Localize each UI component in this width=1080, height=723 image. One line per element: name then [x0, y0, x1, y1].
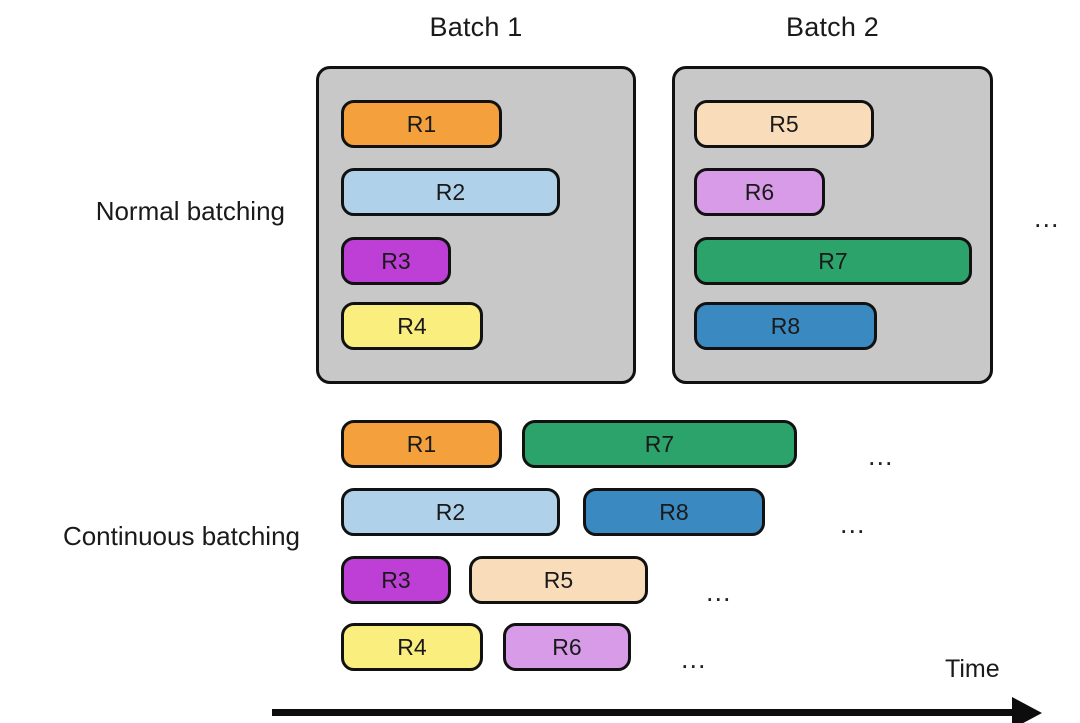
request-block-label: R1 — [406, 110, 437, 137]
request-block-label: R6 — [552, 633, 582, 660]
time-axis — [272, 697, 1042, 723]
request-block-label: R7 — [644, 430, 675, 457]
normal-batching-ellipsis: ... — [1034, 203, 1060, 233]
request-block-r6-batch2: R6 — [694, 168, 825, 216]
time-axis-arrowhead — [1012, 697, 1042, 723]
request-block-r3-batch1: R3 — [341, 237, 451, 285]
time-axis-line — [272, 709, 1012, 716]
request-block-r1-continuous-row1: R1 — [341, 420, 502, 468]
request-block-r4-continuous-row4: R4 — [341, 623, 483, 671]
request-block-label: R4 — [397, 633, 427, 660]
request-block-r7-batch2: R7 — [694, 237, 972, 285]
request-block-r8-batch2: R8 — [694, 302, 877, 350]
batch-2-title: Batch 2 — [786, 12, 879, 42]
continuous-row3-ellipsis: ... — [706, 577, 732, 607]
request-block-label: R8 — [770, 312, 801, 339]
request-block-label: R8 — [659, 498, 689, 525]
continuous-row1-ellipsis: ... — [868, 441, 894, 471]
request-block-r6-continuous-row4: R6 — [503, 623, 631, 671]
time-axis-label: Time — [945, 655, 1000, 683]
continuous-row4-ellipsis: ... — [681, 644, 707, 674]
request-block-label: R2 — [435, 178, 466, 205]
request-block-r2-batch1: R2 — [341, 168, 560, 216]
request-block-r3-continuous-row3: R3 — [341, 556, 451, 604]
request-block-label: R5 — [543, 566, 574, 593]
normal-batching-label: Normal batching — [95, 196, 285, 226]
request-block-label: R4 — [397, 312, 427, 339]
request-block-r1-batch1: R1 — [341, 100, 502, 148]
batch-1-title: Batch 1 — [429, 12, 523, 42]
request-block-label: R6 — [744, 178, 775, 205]
request-block-r4-batch1: R4 — [341, 302, 483, 350]
request-block-label: R3 — [381, 247, 411, 274]
request-block-label: R3 — [381, 566, 411, 593]
continuous-row2-ellipsis: ... — [840, 509, 866, 539]
request-block-label: R2 — [435, 498, 466, 525]
request-block-label: R5 — [769, 110, 799, 137]
request-block-r5-batch2: R5 — [694, 100, 874, 148]
request-block-label: R1 — [406, 430, 437, 457]
continuous-batching-label: Continuous batching — [62, 521, 300, 551]
request-block-r8-continuous-row2: R8 — [583, 488, 765, 536]
request-block-label: R7 — [818, 247, 848, 274]
request-block-r2-continuous-row2: R2 — [341, 488, 560, 536]
request-block-r5-continuous-row3: R5 — [469, 556, 648, 604]
request-block-r7-continuous-row1: R7 — [522, 420, 797, 468]
